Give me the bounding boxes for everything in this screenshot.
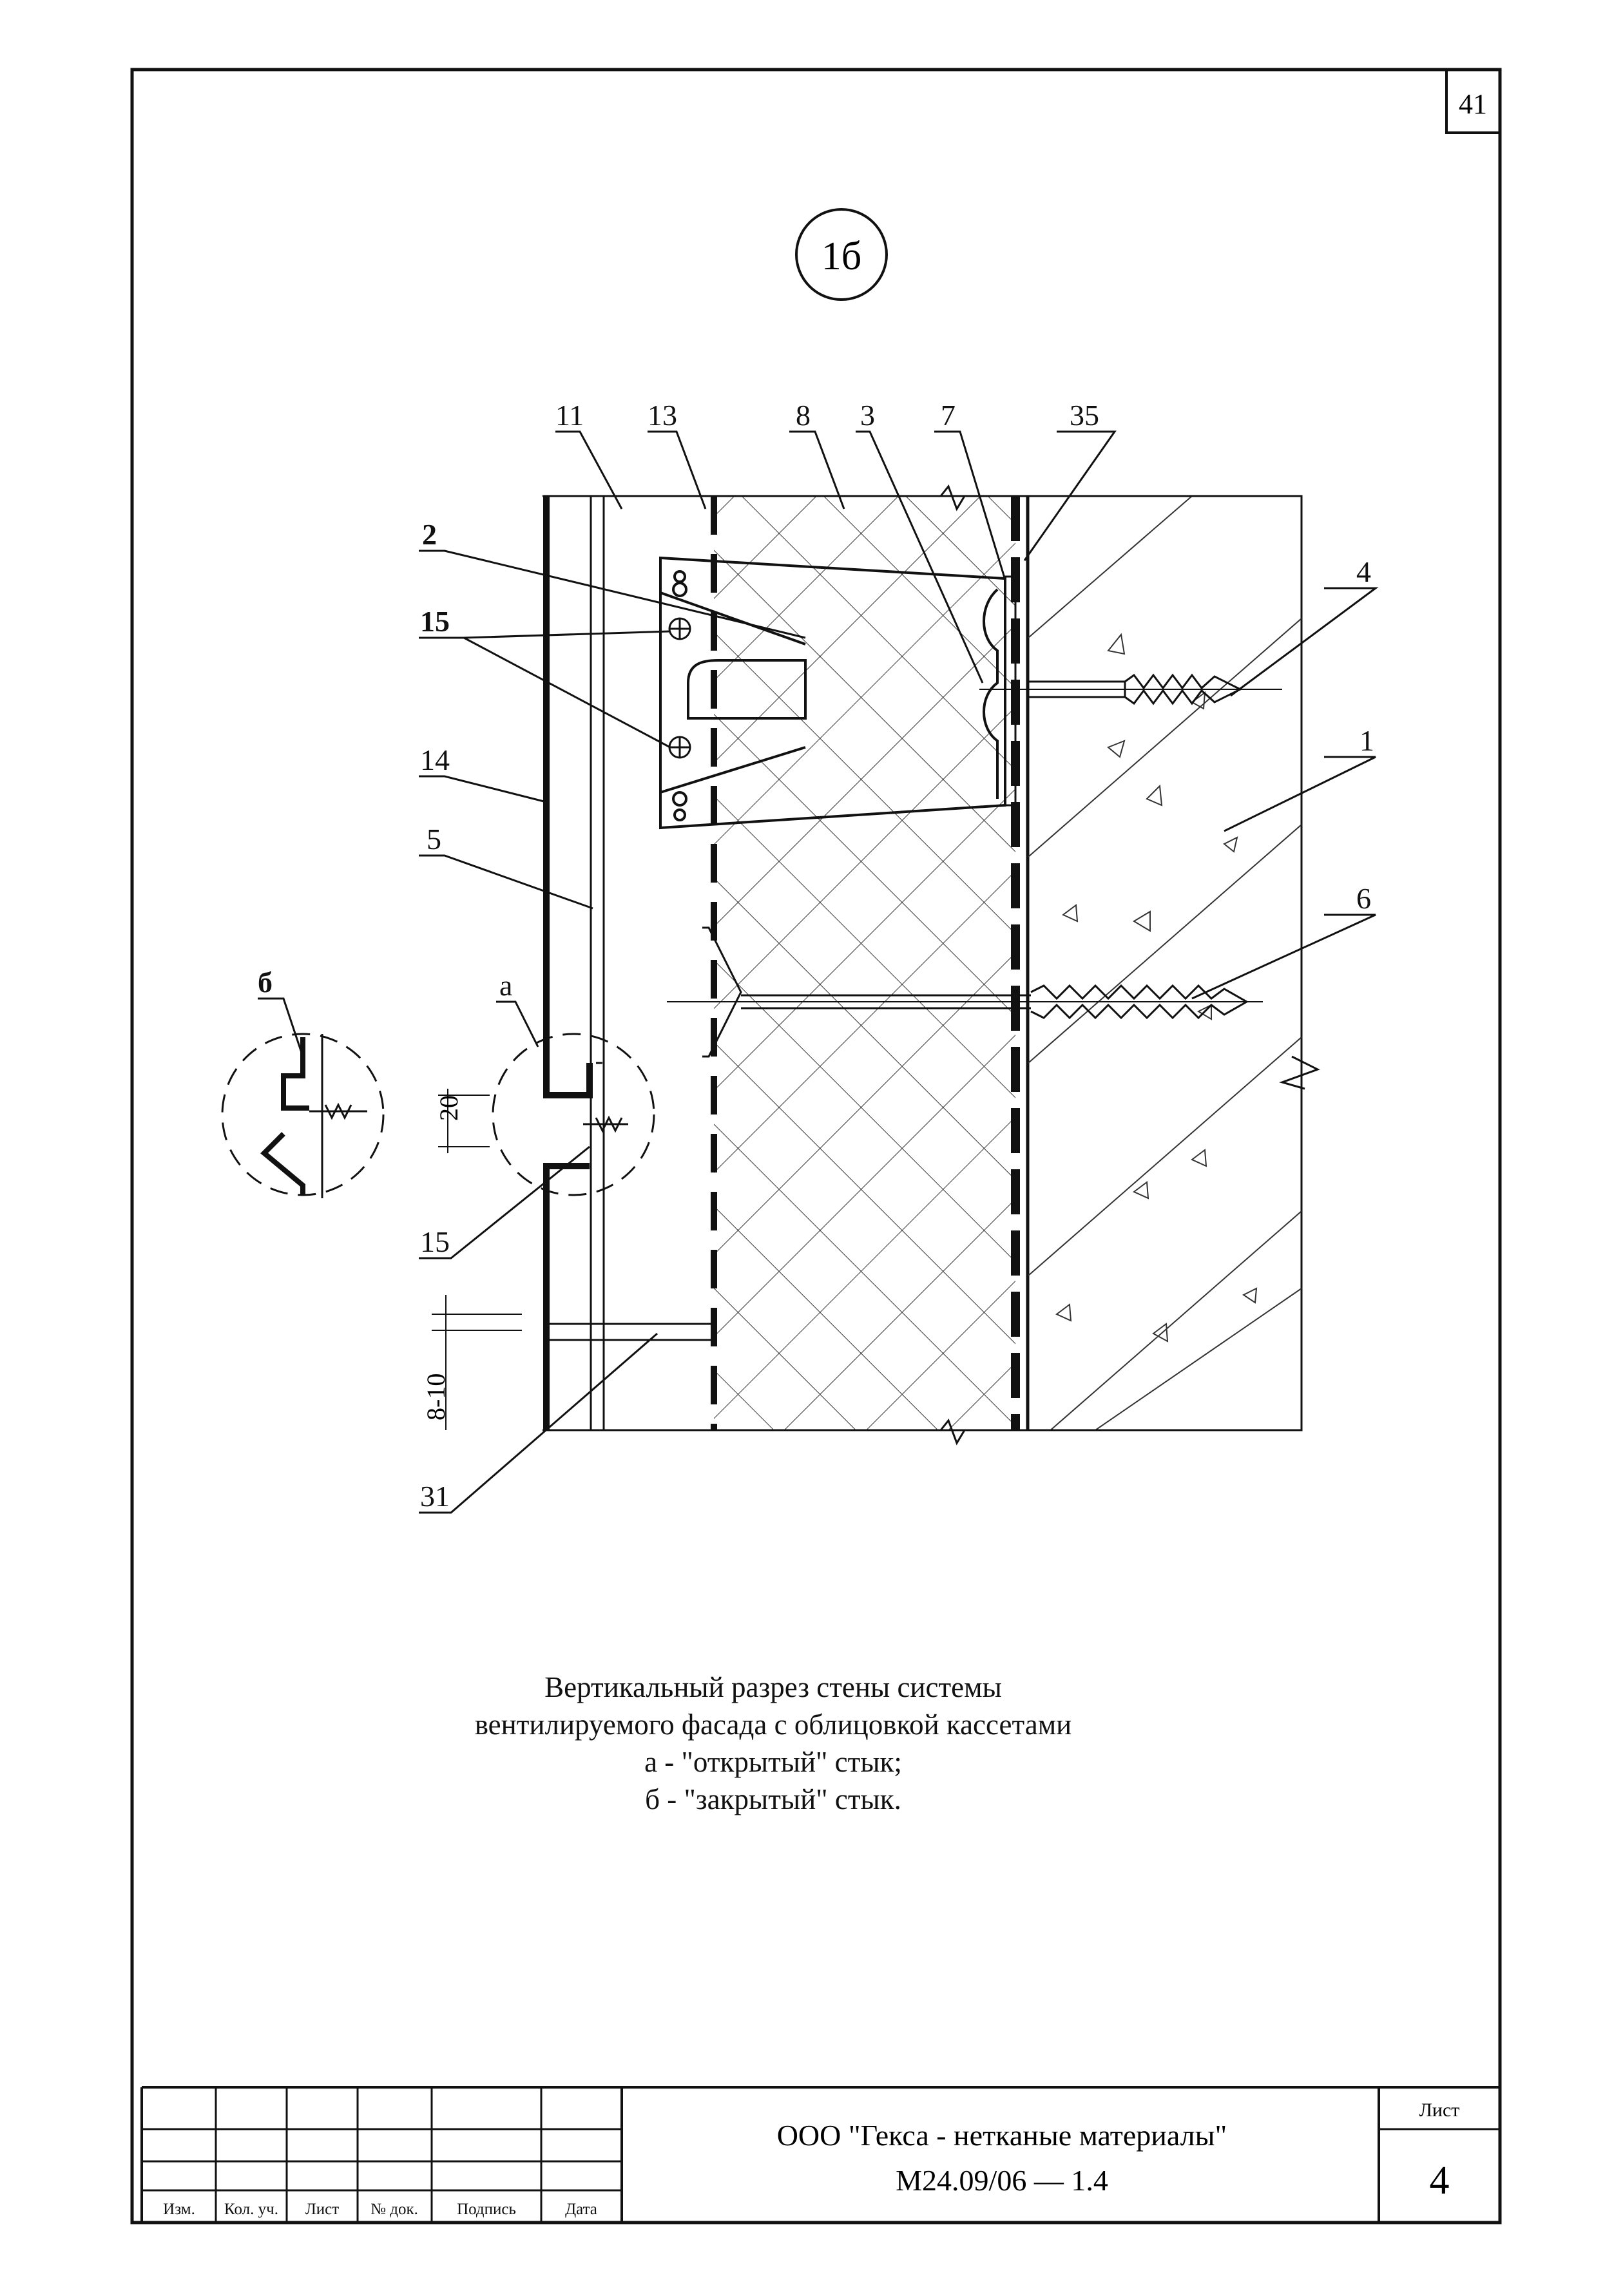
leader-lines [258, 430, 1379, 1514]
callout-3: 3 [860, 399, 875, 432]
tb-company: ООО "Гекса - нетканые материалы" [777, 2119, 1227, 2152]
sheet-number-top: 41 [1459, 88, 1487, 120]
dimension-20 [438, 1089, 490, 1153]
callout-7: 7 [941, 399, 956, 432]
callout-detail-a: а [499, 969, 512, 1002]
detail-screw-a [583, 1115, 628, 1133]
sheet-number-box [1445, 68, 1501, 134]
section-label: 1б [821, 234, 862, 278]
insulation-dowel [667, 926, 1263, 1058]
caption-line-4: б - "закрытый" стык. [645, 1783, 901, 1815]
caption-line-1: Вертикальный разрез стены системы [544, 1671, 1002, 1703]
caption-line-3: а - "открытый" стык; [644, 1746, 902, 1778]
anchor-dowel [979, 673, 1282, 705]
callout-4: 4 [1356, 555, 1371, 588]
tb-header-list: Лист [305, 2201, 339, 2218]
callout-31: 31 [420, 1480, 450, 1513]
caption-line-2: вентилируемого фасада с облицовкой кассе… [474, 1708, 1072, 1741]
tb-header-sign: Подпись [457, 2201, 516, 2218]
section-circle [795, 208, 888, 301]
concrete-wall [1027, 495, 1303, 1431]
callout-13: 13 [648, 399, 677, 432]
caption: Вертикальный разрез стены системы вентил… [451, 1669, 1095, 1818]
callout-11: 11 [555, 399, 584, 432]
callout-2: 2 [422, 518, 437, 551]
callout-8: 8 [796, 399, 811, 432]
break-marks [939, 484, 1320, 1446]
detail-circle-a [492, 1033, 655, 1196]
tb-header-izm: Изм. [163, 2201, 195, 2218]
insulation-layer [711, 496, 1028, 1430]
tb-sheet-label: Лист [1419, 2100, 1460, 2121]
dimension-offset: 8-10 [421, 1373, 450, 1421]
title-block [140, 2086, 1500, 2223]
callout-detail-b: б [258, 966, 273, 999]
tb-sheet-value: 4 [1430, 2159, 1450, 2203]
callout-35: 35 [1070, 399, 1099, 432]
detail-closed-joint [260, 1034, 367, 1198]
dimension-gap: 20 [434, 1095, 463, 1121]
paronite-gasket [1004, 575, 1017, 807]
tb-header-date: Дата [565, 2201, 597, 2218]
bracket [659, 556, 1006, 830]
callout-15-bottom: 15 [420, 1225, 450, 1258]
dimension-8-10 [432, 1295, 522, 1430]
vertical-guide [590, 496, 605, 1430]
cladding-cassette [543, 496, 714, 1430]
tb-header-doc: № док. [370, 2201, 418, 2218]
callout-6: 6 [1356, 882, 1371, 915]
callout-14: 14 [420, 743, 450, 776]
tb-header-kol: Кол. уч. [224, 2201, 278, 2218]
tb-doc-code: М24.09/06 — 1.4 [896, 2164, 1108, 2197]
callout-5: 5 [427, 823, 441, 856]
callout-15-top: 15 [420, 605, 450, 638]
callout-1: 1 [1359, 724, 1374, 757]
sheet-frame [130, 68, 1502, 2224]
